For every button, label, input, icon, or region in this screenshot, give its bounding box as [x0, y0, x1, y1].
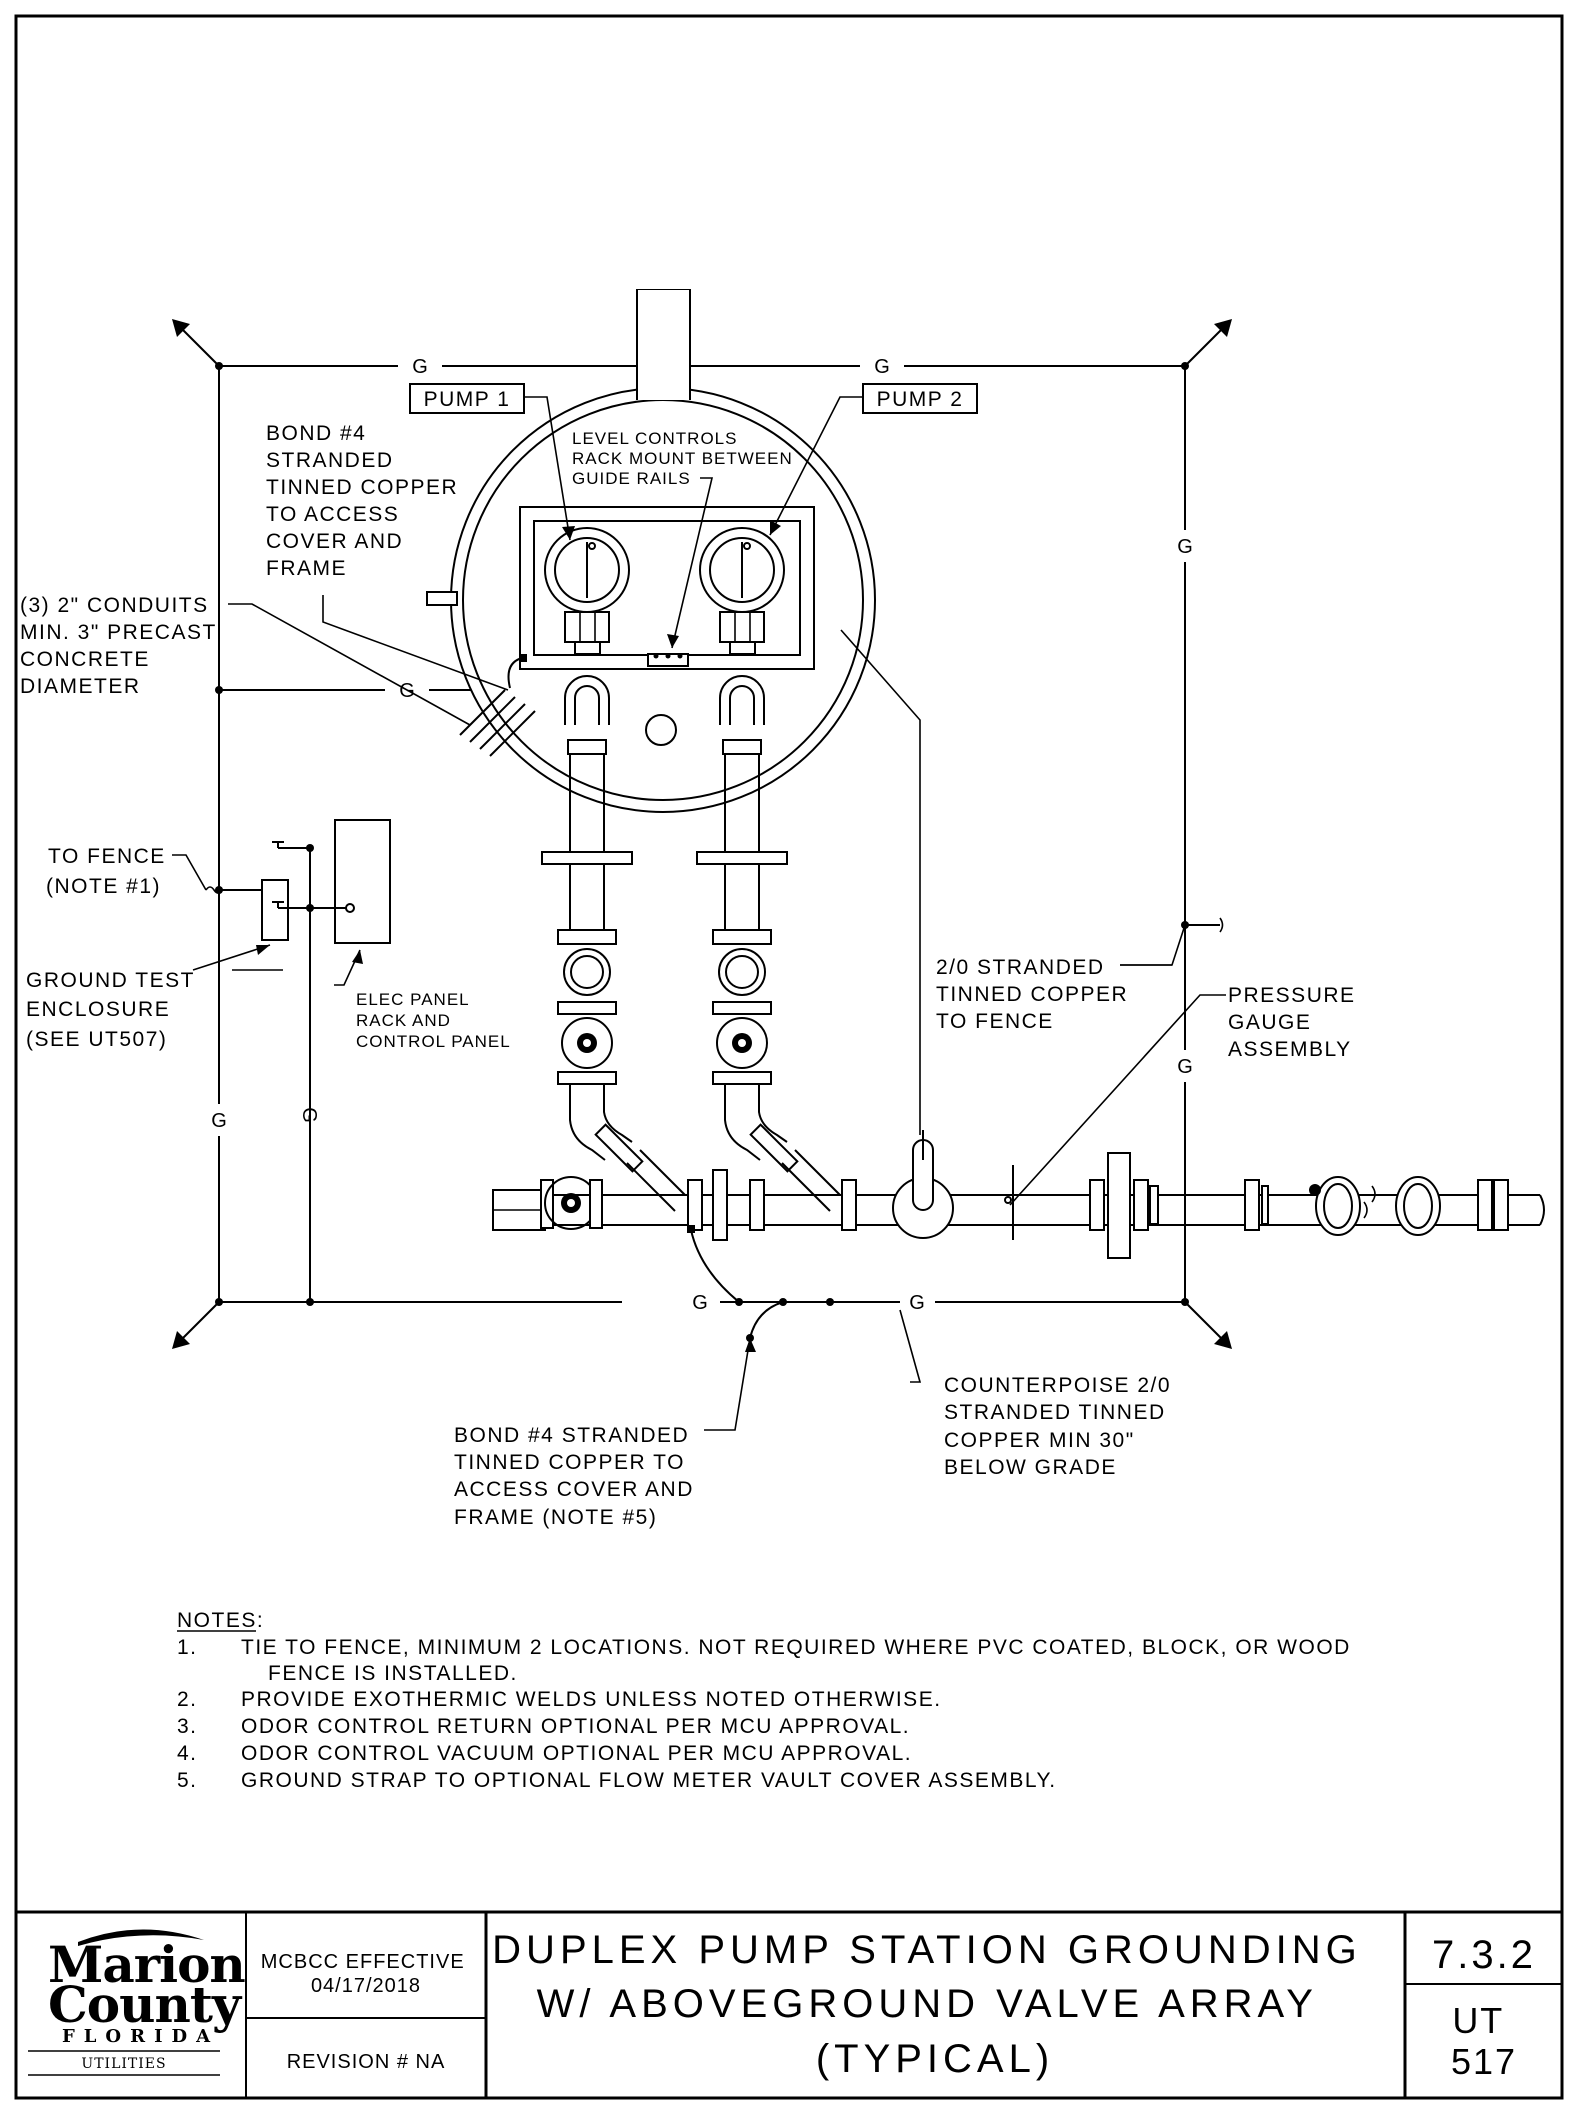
note-text: GROUND STRAP TO OPTIONAL FLOW METER VAUL… [241, 1769, 1057, 1792]
ground-marker: G [1177, 1056, 1193, 1078]
ground-rod-arrows [172, 319, 1232, 1349]
pressure-gauge-label: PRESSURE GAUGE ASSEMBLY [1228, 984, 1363, 1061]
discharge-line-2 [696, 675, 841, 1212]
electrical-panel-area [215, 819, 391, 1302]
ground-marker: G [874, 356, 890, 378]
pump2-label: PUMP 2 [877, 388, 964, 411]
ground-marker: G [909, 1292, 925, 1314]
effective-date: MCBCC EFFECTIVE 04/17/2018 [261, 1951, 471, 1997]
pump2-label-box [862, 383, 978, 414]
conduits-label: (3) 2" CONDUITS MIN. 3" PRECAST CONCRETE… [20, 594, 224, 698]
logo-line2: County [48, 1975, 243, 2034]
pump1-label-box [409, 383, 525, 414]
section-number: 7.3.2 [1432, 1933, 1536, 1977]
logo-line1: Marion [48, 1935, 245, 1994]
note-number: 1. [177, 1636, 198, 1659]
counterpoise-label: COUNTERPOISE 2/0 STRANDED TINNED COPPER … [944, 1374, 1178, 1479]
logo-swoosh [78, 1929, 204, 1946]
pump1-label: PUMP 1 [424, 388, 511, 411]
marion-county-logo: Marion County FLORIDA UTILITIES [28, 1929, 246, 2076]
pump-1 [544, 527, 630, 655]
leader-lines [192, 396, 1226, 1431]
logo-dept: UTILITIES [81, 2056, 166, 2072]
ground-marker: G [1177, 536, 1193, 558]
note-number: 2. [177, 1688, 198, 1711]
ground-grid [177, 324, 1227, 1344]
stranded-to-fence-label: 2/0 STRANDED TINNED COPPER TO FENCE [936, 956, 1136, 1033]
header-pipe [492, 1130, 1545, 1259]
access-cover-frame [519, 506, 815, 670]
ground-marker: G [412, 356, 428, 378]
note-text: ODOR CONTROL VACUUM OPTIONAL PER MCU APP… [241, 1742, 912, 1765]
notes-section: NOTES: 1. TIE TO FENCE, MINIMUM 2 LOCATI… [177, 1609, 1351, 1792]
revision: REVISION # NA [287, 2051, 446, 2073]
conduit-sleeves [459, 689, 536, 757]
counterpoise-bond-arc [749, 1301, 784, 1339]
leader-arrowheads [256, 520, 781, 1352]
detail-number: UT 517 [1451, 2000, 1517, 2082]
vent-pipe-top [637, 290, 690, 400]
discharge-line-1 [541, 675, 686, 1212]
sheet-border [14, 14, 1564, 2100]
odor-port [645, 714, 677, 746]
title-block: Marion County FLORIDA UTILITIES MCBCC EF… [16, 1910, 1562, 2098]
notes-heading: NOTES: [177, 1609, 264, 1632]
note-text: FENCE IS INSTALLED. [268, 1662, 518, 1685]
wet-well [426, 289, 876, 813]
to-fence-label: TO FENCE (NOTE #1) [46, 845, 173, 898]
hatch-hinge [426, 591, 458, 606]
ground-test-label: GROUND TEST ENCLOSURE (SEE UT507) [26, 969, 202, 1051]
ground-marker: G [399, 680, 415, 702]
ground-marker: G [211, 1110, 227, 1132]
elec-panel-rack [334, 819, 391, 944]
level-controls-label: LEVEL CONTROLS RACK MOUNT BETWEEN GUIDE … [572, 429, 799, 488]
elec-panel-label: ELEC PANEL RACK AND CONTROL PANEL [356, 990, 511, 1051]
drawing-title: DUPLEX PUMP STATION GROUNDING W/ ABOVEGR… [492, 1928, 1378, 2081]
cover-bond-point [519, 654, 527, 662]
note-text: ODOR CONTROL RETURN OPTIONAL PER MCU APP… [241, 1715, 910, 1738]
ground-marker: G [692, 1292, 708, 1314]
note-number: 4. [177, 1742, 198, 1765]
level-control-rack [647, 653, 689, 667]
note-number: 5. [177, 1769, 198, 1792]
bond-note5-label: BOND #4 STRANDED TINNED COPPER TO ACCESS… [454, 1424, 701, 1529]
bond-access-cover-label: BOND #4 STRANDED TINNED COPPER TO ACCESS… [266, 422, 466, 580]
fence-tie-right [1120, 917, 1224, 966]
logo-state: FLORIDA [62, 2026, 219, 2047]
cover-bond-strap [690, 1229, 740, 1303]
pump-2 [699, 527, 785, 655]
grounding-diagram: G G G G G G G G G [20, 289, 1545, 1529]
note-text: TIE TO FENCE, MINIMUM 2 LOCATIONS. NOT R… [241, 1636, 1351, 1659]
ground-test-enclosure [261, 879, 289, 941]
note-text: PROVIDE EXOTHERMIC WELDS UNLESS NOTED OT… [241, 1688, 942, 1711]
note-number: 3. [177, 1715, 198, 1738]
fence-tie-left [172, 854, 223, 894]
